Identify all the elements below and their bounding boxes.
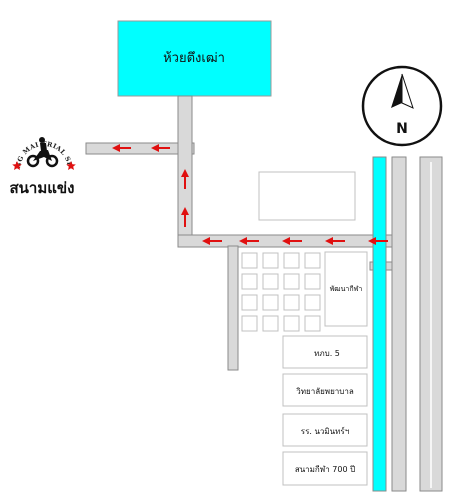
compass: N — [361, 65, 443, 147]
building-2-label: วิทยาลัยพยาบาล — [296, 387, 354, 396]
canal — [372, 156, 387, 492]
building-2 — [282, 373, 368, 407]
destination-area — [117, 20, 272, 97]
roads — [85, 95, 443, 492]
housing-grid — [241, 252, 321, 332]
building-1 — [282, 335, 368, 369]
arrow-left-2 — [325, 237, 345, 245]
arrow-left-5 — [202, 237, 222, 245]
arrow-left-7 — [112, 144, 131, 152]
building-4 — [282, 451, 368, 486]
market-block — [324, 251, 368, 327]
arrow-left-6 — [151, 144, 170, 152]
road-east-1 — [391, 156, 407, 492]
building-3 — [282, 413, 368, 447]
track-label: สนามแข่ง — [10, 179, 75, 197]
building-4-label: สนามกีฬา 700 ปี — [295, 465, 355, 474]
compass-ring — [361, 65, 443, 147]
destination-label: ห้วยตึงเฒ่า — [163, 51, 225, 66]
arrow-up-1 — [181, 207, 189, 227]
arrow-left-3 — [282, 237, 302, 245]
building-3-label: รร. นวมินทร์ฯ — [301, 426, 349, 436]
route-arrows — [112, 144, 388, 245]
arrow-left-4 — [239, 237, 259, 245]
building-1-label: ทภบ. 5 — [314, 349, 340, 358]
logo-ring-text: CHIANG MAI TRIAL SPORTS — [0, 0, 74, 169]
arrow-left-1 — [368, 237, 388, 245]
building-block — [258, 171, 356, 221]
star-right-icon — [66, 161, 76, 170]
star-left-icon — [12, 161, 22, 170]
compass-north-label: N — [396, 121, 408, 137]
trial-motorbike-icon — [26, 137, 59, 168]
track-logo: CHIANG MAI TRIAL SPORTS — [0, 0, 76, 170]
market-label: พัฒนากีฬา — [330, 285, 363, 293]
arrow-up-2 — [181, 169, 189, 189]
road-west-to-track — [85, 142, 195, 155]
road-south-lane — [227, 245, 239, 371]
